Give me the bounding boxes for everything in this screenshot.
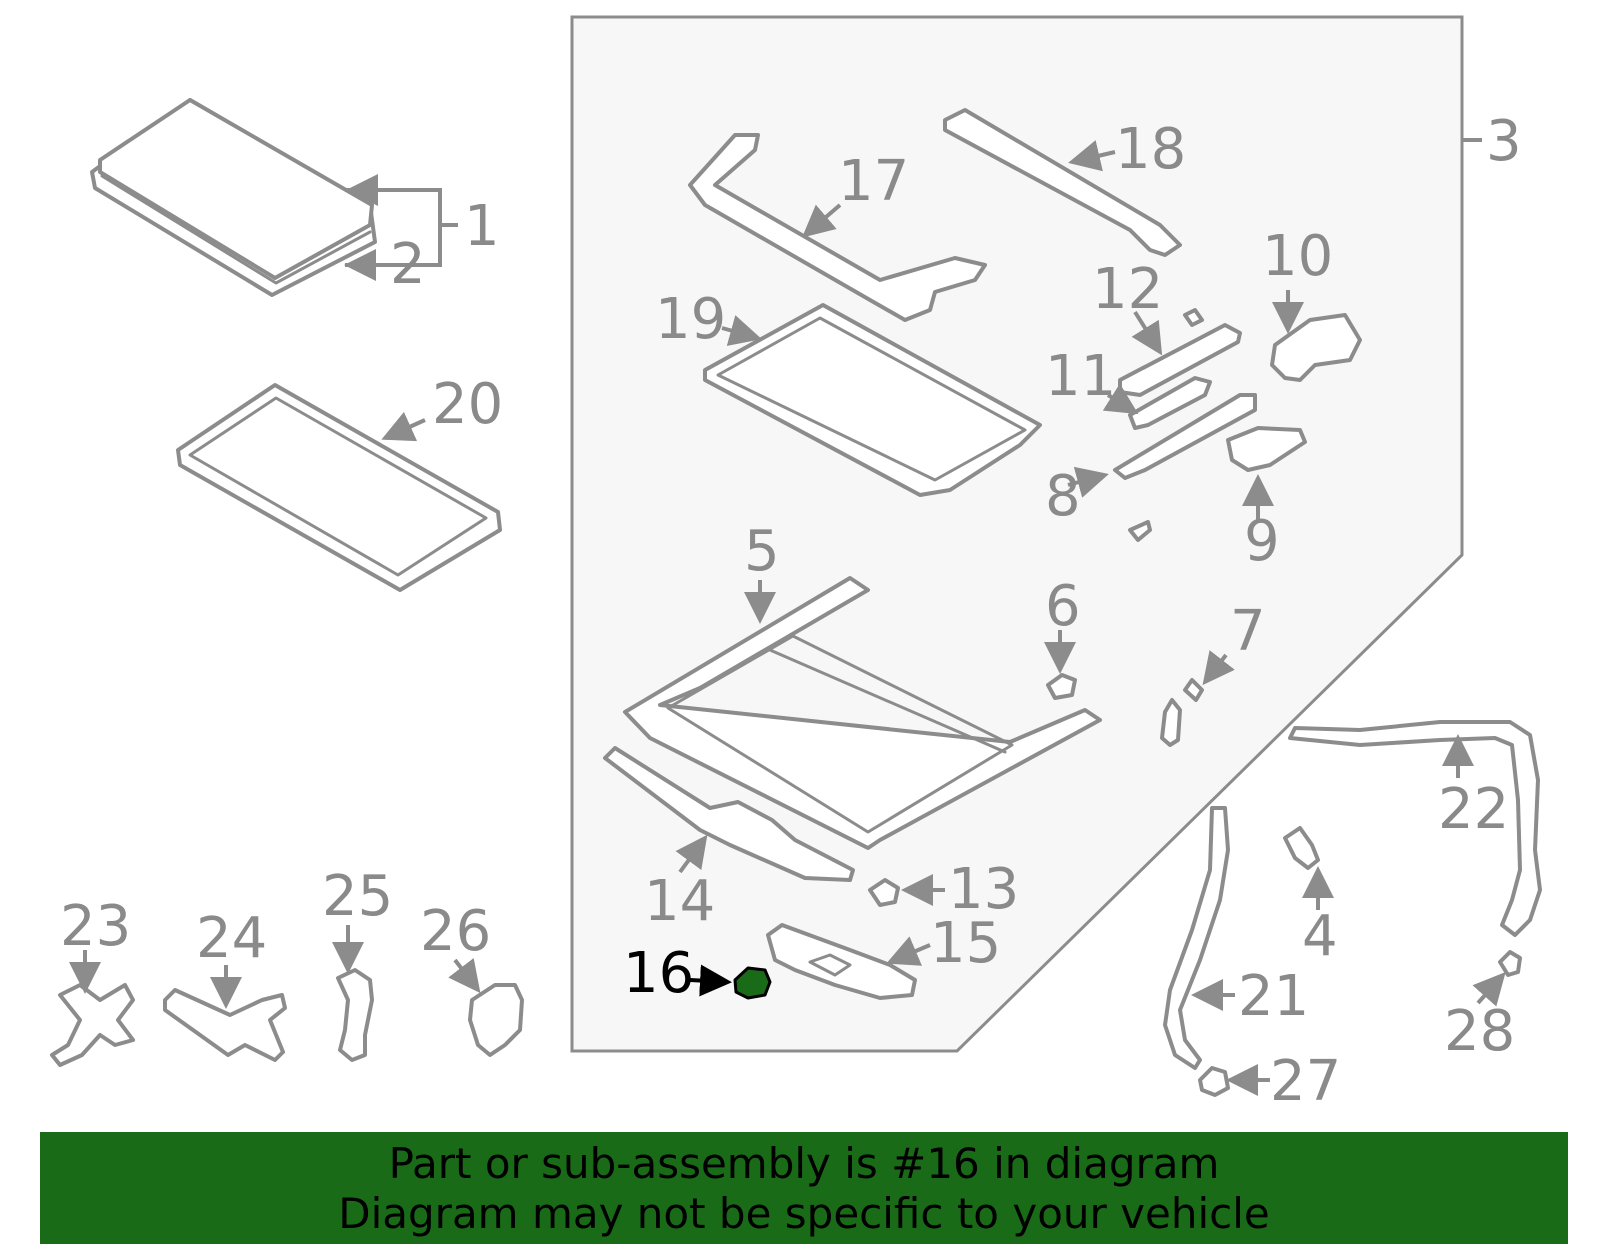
part-5-housing: 5	[623, 519, 1102, 850]
label-17: 17	[838, 149, 909, 214]
part-22-drain-hose: 22	[1288, 720, 1542, 937]
label-15: 15	[930, 911, 1001, 976]
part-17-deflector: 17	[688, 133, 987, 322]
label-13: 13	[948, 857, 1019, 922]
part-16-highlighted: 16	[623, 941, 772, 1006]
part-11-link: 11	[1045, 344, 1212, 430]
label-18: 18	[1115, 117, 1186, 182]
callout-3: 3	[1462, 109, 1522, 174]
label-22: 22	[1438, 777, 1509, 842]
label-6: 6	[1045, 574, 1081, 639]
part-24-bracket: 24	[163, 906, 287, 1062]
label-2: 2	[390, 232, 426, 297]
part-15-motor-bracket: 15	[766, 911, 1001, 1000]
label-10: 10	[1262, 224, 1333, 289]
part-20-weatherstrip: 20	[176, 372, 503, 592]
label-3: 3	[1486, 109, 1522, 174]
label-14: 14	[644, 869, 715, 934]
part-27-clip: 27	[1198, 1049, 1341, 1114]
label-28: 28	[1444, 999, 1515, 1064]
part-25-bracket: 25	[322, 864, 393, 1062]
part-28-clip: 28	[1444, 950, 1522, 1064]
label-9: 9	[1244, 509, 1280, 574]
part-19-frame: 19	[655, 287, 1042, 497]
label-27: 27	[1270, 1049, 1341, 1114]
label-4: 4	[1302, 904, 1338, 969]
banner-line-1: Part or sub-assembly is #16 in diagram	[388, 1139, 1220, 1188]
label-16: 16	[623, 941, 694, 1006]
part-14-cable: 14	[603, 746, 855, 934]
part-23-bracket: 23	[50, 894, 135, 1067]
label-24: 24	[196, 906, 267, 971]
label-8: 8	[1045, 464, 1081, 529]
part-9-bracket: 9	[1226, 426, 1307, 574]
callout-1: 1 2	[344, 174, 500, 297]
label-5: 5	[744, 519, 780, 584]
part-1-glass-panel	[90, 98, 377, 297]
label-19: 19	[655, 287, 726, 352]
label-25: 25	[322, 864, 393, 929]
info-banner: Part or sub-assembly is #16 in diagram D…	[40, 1132, 1568, 1244]
label-23: 23	[60, 894, 131, 959]
label-11: 11	[1045, 344, 1116, 409]
label-21: 21	[1238, 964, 1309, 1029]
label-12: 12	[1092, 257, 1163, 322]
part-6-clip: 6	[1044, 574, 1081, 700]
label-20: 20	[432, 372, 503, 437]
part-18-seal: 18	[943, 108, 1186, 257]
part-13-screw: 13	[868, 857, 1019, 922]
part-4-bracket: 4	[1283, 826, 1338, 969]
part-21-drain-hose: 21	[1163, 806, 1309, 1070]
label-1: 1	[464, 194, 500, 259]
part-10-bracket: 10	[1262, 224, 1362, 382]
part-7-fastener: 7	[1160, 599, 1266, 747]
banner-line-2: Diagram may not be specific to your vehi…	[338, 1189, 1270, 1238]
part-8-rail: 8	[1045, 393, 1257, 542]
label-26: 26	[420, 899, 491, 964]
label-7: 7	[1230, 599, 1266, 664]
part-26-bracket: 26	[420, 899, 524, 1057]
